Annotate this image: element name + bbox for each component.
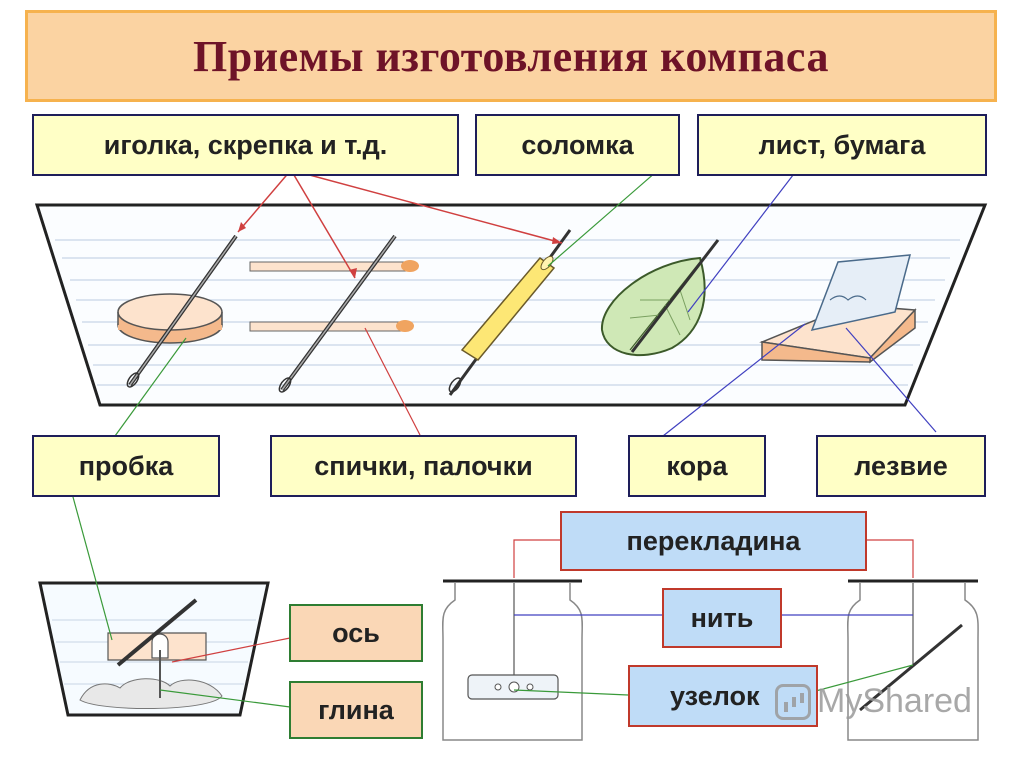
- top-connectors: [114, 164, 937, 437]
- right-jar: [847, 579, 979, 741]
- label-leaf: лист, бумага: [697, 114, 987, 176]
- label-cork: пробка: [32, 435, 220, 497]
- label-clay: глина: [289, 681, 423, 739]
- needle-on-matches: [249, 234, 419, 393]
- chart-logo-icon: [775, 683, 811, 720]
- label-axis: ось: [289, 604, 423, 662]
- title-banner: Приемы изготовления компаса: [25, 10, 997, 102]
- glass-with-cork: [38, 485, 291, 717]
- label-blade: лезвие: [816, 435, 986, 497]
- leaf-with-needle: [600, 239, 720, 357]
- left-jar: [442, 579, 583, 741]
- label-crossbar: перекладина: [560, 511, 867, 571]
- watermark-text: MyShared: [817, 682, 972, 720]
- cork-with-needle: [117, 234, 238, 388]
- watermark: MyShared: [775, 682, 972, 721]
- label-straw: соломка: [475, 114, 680, 176]
- page-title: Приемы изготовления компаса: [193, 31, 829, 81]
- label-needle: иголка, скрепка и т.д.: [32, 114, 459, 176]
- label-bark: кора: [628, 435, 766, 497]
- label-thread: нить: [662, 588, 782, 648]
- label-matches: спички, палочки: [270, 435, 577, 497]
- bark-with-blade: [759, 254, 917, 364]
